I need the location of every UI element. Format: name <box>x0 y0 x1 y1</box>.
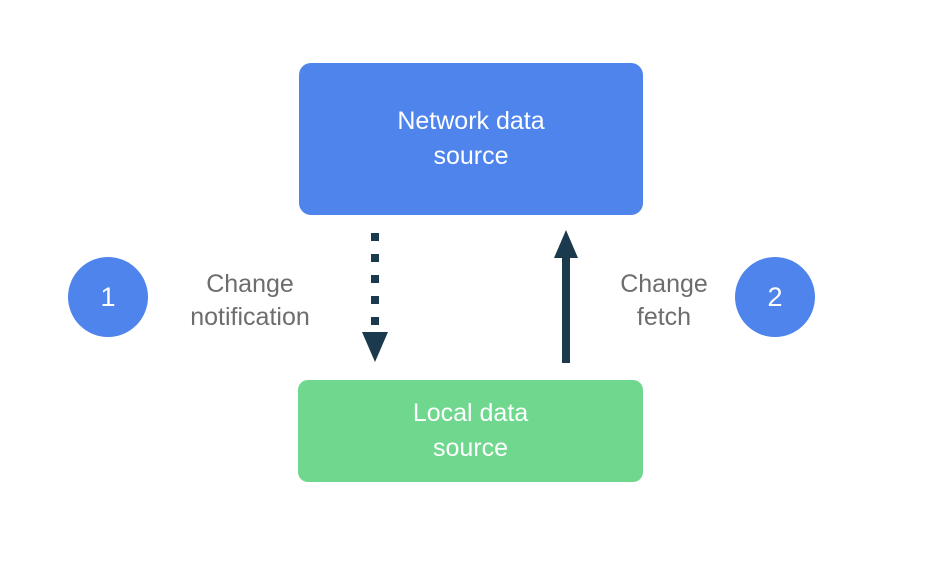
step-2-number: 2 <box>767 281 783 312</box>
step-1-number: 1 <box>100 281 116 312</box>
local-data-source-node: Local data source <box>298 380 643 482</box>
network-data-source-node: Network data source <box>299 63 643 215</box>
step-2-label: Change fetch <box>620 270 708 331</box>
network-data-source-label: Network data source <box>397 107 545 170</box>
solid-arrow-up-icon <box>554 230 578 363</box>
step-1-label: Change notification <box>190 270 310 331</box>
local-data-source-label: Local data source <box>412 399 529 462</box>
step-1-badge: 1 <box>68 257 148 337</box>
step-2-badge: 2 <box>735 257 815 337</box>
dotted-arrow-down-icon <box>362 233 388 362</box>
